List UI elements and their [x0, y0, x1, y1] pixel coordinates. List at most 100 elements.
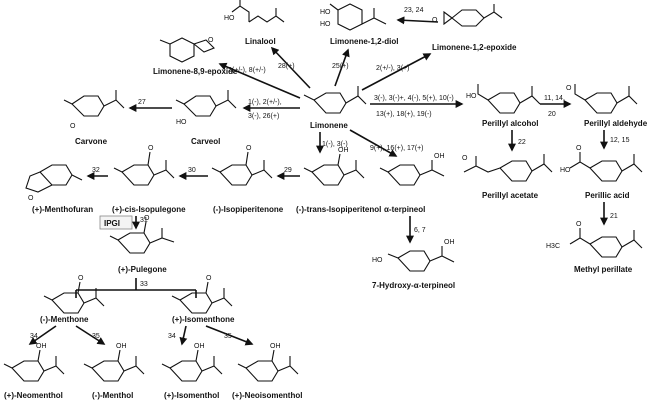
step-3-4-5-10: 3(-), 3(-)+, 4(-), 5(+), 10(-) — [374, 95, 454, 102]
limonene-structure — [303, 86, 367, 114]
step-27: 27 — [138, 99, 146, 106]
isomenthone-o-label: O — [206, 275, 212, 282]
arrow-menthone-menthol — [75, 325, 106, 345]
alpha-terpineol-oh-label: OH — [434, 153, 445, 160]
step-1-2: 1(-), 2(+/-), — [248, 99, 282, 106]
step-1-3: 1(-), 3(-) — [322, 141, 348, 148]
cis-isopulegone-structure: O — [113, 145, 175, 186]
arrow-isomenthone-isomenthol — [179, 325, 188, 346]
menthofuran-structure: O — [25, 164, 83, 202]
neomenthol-oh-label: OH — [36, 343, 47, 350]
perillyl-alcohol-label: Perillyl alcohol — [482, 119, 538, 128]
arrow-limonene-epoxide12 — [361, 53, 432, 91]
isomenthol-oh-label: OH — [194, 343, 205, 350]
menthone-structure: O — [43, 275, 105, 314]
arrow-limonene-epoxide89 — [218, 62, 301, 99]
isomenthone-structure: O — [171, 275, 233, 314]
isopiperitenone-structure: O — [211, 145, 273, 186]
perillic-acid-label: Perillic acid — [585, 191, 630, 200]
limonene-epoxide-89-structure: O — [159, 37, 215, 63]
limonene-epoxide-89-label: Limonene-8,9-epoxide — [153, 67, 238, 76]
hydroxy-terpineol-ho-label: HO — [372, 257, 383, 264]
step-34-a: 34 — [30, 333, 38, 340]
step-30: 30 — [188, 167, 196, 174]
step-2-8: 2(+/-), 8(+/-) — [228, 67, 266, 74]
arrow-limonene-diol — [334, 48, 350, 87]
ipgi-label: IPGI — [104, 219, 120, 228]
trans-isopiperitenol-structure: OH — [303, 147, 365, 186]
diol-ho-label-2: HO — [320, 21, 331, 28]
pulegone-label: (+)-Pulegone — [118, 265, 167, 274]
perillyl-alcohol-structure: HO — [466, 84, 541, 114]
limonene-diol-structure: HO HO — [320, 3, 387, 31]
arrow-limonene-linalool — [270, 46, 311, 89]
arrow-isomenthone-neoisomenthol — [205, 325, 254, 346]
methyl-perillate-o-label: O — [576, 221, 582, 228]
perillyl-alcohol-ho-label: HO — [466, 93, 477, 100]
perillyl-acetate-label: Perillyl acetate — [482, 191, 539, 200]
epoxide12-o-label: O — [432, 17, 438, 24]
carvone-label: Carvone — [75, 137, 108, 146]
epoxide89-o-label: O — [208, 37, 214, 44]
step-2-3: 2(+/-), 3(+) — [376, 65, 409, 72]
pulegone-o-label: O — [144, 215, 150, 222]
step-13-18-19: 13(+), 18(+), 19(-) — [376, 111, 432, 118]
linalool-label: Linalool — [245, 37, 276, 46]
arrow-epoxide-diol — [396, 16, 439, 25]
alpha-terpineol-structure: OH — [379, 153, 445, 186]
carveol-label: Carveol — [191, 137, 220, 146]
menthol-oh-label: OH — [116, 343, 127, 350]
step-34-b: 34 — [168, 333, 176, 340]
limonene-label: Limonene — [310, 121, 348, 130]
cis-isopulegone-label: (+)-cis-Isopulegone — [112, 205, 186, 214]
arrow-limonene-terpineol — [349, 129, 398, 157]
step-28: 28(+) — [278, 63, 295, 70]
step-12-15: 12, 15 — [610, 137, 630, 144]
perillic-acid-structure: HO O — [560, 145, 643, 182]
cis-isopulegone-o-label: O — [148, 145, 154, 152]
perillic-acid-ho-label: HO — [560, 167, 571, 174]
perillyl-aldehyde-structure: O — [566, 84, 638, 114]
step-20: 20 — [548, 111, 556, 118]
limonene-diol-label: Limonene-1,2-diol — [330, 37, 398, 46]
step-21: 21 — [610, 213, 618, 220]
hydroxy-terpineol-oh-label: OH — [444, 239, 455, 246]
step-22: 22 — [518, 139, 526, 146]
step-29: 29 — [284, 167, 292, 174]
perillyl-acetate-o-label: O — [462, 155, 468, 162]
diol-ho-label-1: HO — [320, 9, 331, 16]
isomenthol-label: (+)-Isomenthol — [164, 391, 219, 400]
trans-isopiperitenol-label: (-)-trans-Isopiperitenol — [296, 205, 381, 214]
neoisomenthol-label: (+)-Neoisomenthol — [232, 391, 302, 400]
perillyl-acetate-structure: O — [462, 154, 553, 182]
methyl-perillate-h3c-label: H3C — [546, 243, 560, 250]
step-35-a: 35 — [92, 333, 100, 340]
step-35-b: 35 — [224, 333, 232, 340]
trans-isopiperitenol-oh-label: OH — [338, 147, 349, 154]
isomenthone-label: (+)-Isomenthone — [172, 315, 235, 324]
carveol-structure: HO — [175, 90, 237, 126]
perillyl-aldehyde-label: Perillyl aldehyde — [584, 119, 648, 128]
methyl-perillate-label: Methyl perillate — [574, 265, 633, 274]
limonene-epoxide-12-label: Limonene-1,2-epoxide — [432, 43, 517, 52]
step-32: 32 — [92, 167, 100, 174]
isopiperitenone-label: (-)-Isopiperitenone — [213, 205, 284, 214]
linalool-structure: HO — [224, 0, 285, 23]
limonene-epoxide-12-structure: O — [432, 4, 503, 27]
neoisomenthol-structure: OH — [237, 343, 299, 382]
carveol-ho-label: HO — [176, 119, 187, 126]
carvone-o-label: O — [70, 123, 76, 130]
carvone-structure: O — [63, 90, 125, 130]
isomenthol-structure: OH — [161, 343, 223, 382]
hydroxy-terpineol-label: 7-Hydroxy-α-terpineol — [372, 281, 455, 290]
step-25: 25(+) — [332, 63, 349, 70]
step-3-26: 3(-), 26(+) — [248, 113, 279, 120]
step-31: 31 — [140, 217, 148, 224]
menthofuran-label: (+)-Menthofuran — [32, 205, 93, 214]
neomenthol-label: (+)-Neomenthol — [4, 391, 63, 400]
neomenthol-structure: OH — [3, 343, 65, 382]
step-33: 33 — [140, 281, 148, 288]
menthofuran-o-label: O — [28, 195, 34, 202]
menthol-label: (-)-Menthol — [92, 391, 133, 400]
